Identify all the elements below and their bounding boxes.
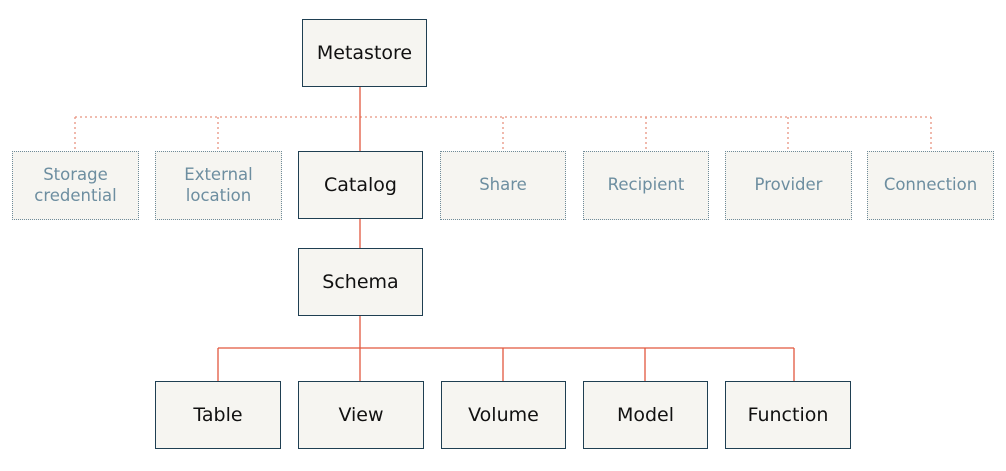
volume-node: Volume bbox=[441, 381, 566, 449]
view-label: View bbox=[338, 404, 384, 426]
share-label: Share bbox=[479, 175, 527, 195]
provider-node: Provider bbox=[725, 151, 852, 220]
table-label: Table bbox=[193, 404, 243, 426]
model-label: Model bbox=[616, 404, 675, 426]
schema-label: Schema bbox=[322, 271, 399, 293]
catalog-node: Catalog bbox=[298, 151, 423, 219]
function-node: Function bbox=[725, 381, 851, 449]
storage-credential-node: Storage credential bbox=[12, 151, 139, 220]
storage-credential-label: Storage credential bbox=[34, 164, 117, 205]
recipient-label: Recipient bbox=[607, 175, 685, 195]
share-node: Share bbox=[440, 151, 566, 220]
connection-node: Connection bbox=[867, 151, 994, 220]
recipient-node: Recipient bbox=[583, 151, 709, 220]
connection-label: Connection bbox=[883, 175, 978, 195]
volume-label: Volume bbox=[468, 404, 539, 426]
metastore-node: Metastore bbox=[302, 19, 427, 87]
provider-label: Provider bbox=[754, 175, 823, 195]
table-node: Table bbox=[155, 381, 281, 449]
schema-node: Schema bbox=[298, 248, 423, 316]
function-label: Function bbox=[747, 404, 829, 426]
catalog-label: Catalog bbox=[324, 174, 397, 196]
external-location-label: External location bbox=[184, 164, 253, 205]
view-node: View bbox=[298, 381, 424, 449]
external-location-node: External location bbox=[155, 151, 282, 220]
metastore-label: Metastore bbox=[316, 42, 413, 64]
model-node: Model bbox=[583, 381, 708, 449]
